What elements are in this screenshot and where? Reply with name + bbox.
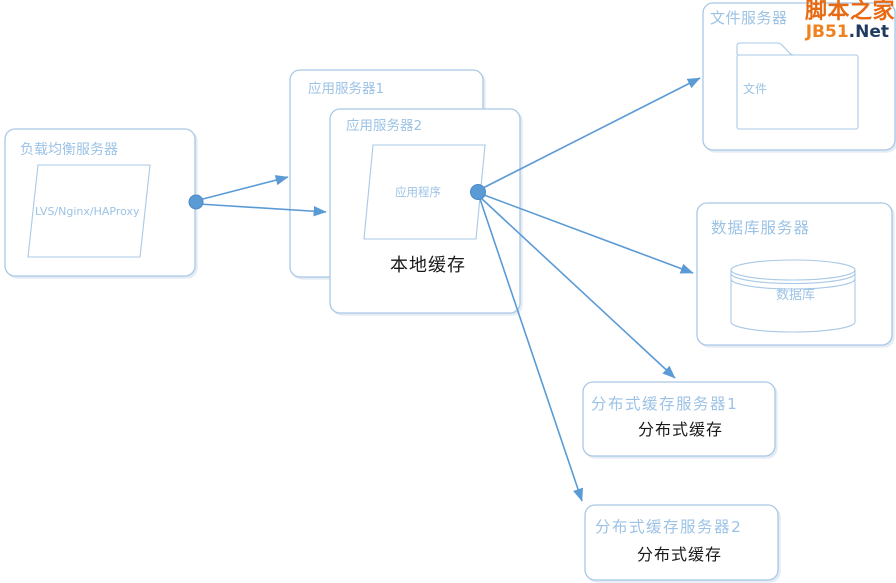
lb-junction-dot (188, 194, 204, 210)
edge-app-to-cache2 (479, 198, 583, 502)
local-cache-label: 本地缓存 (390, 255, 466, 276)
cache-server-1-label: 分布式缓存 (638, 420, 724, 439)
file-shape-label: 文件 (743, 82, 768, 96)
cache-server-1-box (582, 381, 776, 457)
watermark-brand: JB51 (805, 22, 849, 42)
lb-parallelogram-icon (27, 164, 151, 258)
database-cylinder-icon (730, 259, 856, 333)
db-server-title: 数据库服务器 (711, 219, 811, 237)
watermark-site-name: 脚本之家 (804, 0, 895, 24)
edge-lb-to-app2 (198, 203, 327, 217)
load-balancer-title: 负载均衡服务器 (20, 142, 118, 158)
cache-server-2-title: 分布式缓存服务器2 (595, 518, 743, 536)
app-server-1-title: 应用服务器1 (308, 81, 385, 97)
cache-server-2-label: 分布式缓存 (637, 545, 723, 564)
cache-server-2-box (584, 504, 779, 581)
app-parallelogram-icon (363, 144, 486, 240)
file-server-title: 文件服务器 (710, 9, 788, 27)
edge-app-to-file (482, 77, 701, 189)
db-shape-label: 数据库 (776, 288, 816, 303)
watermark-suffix: .Net (848, 22, 889, 42)
load-balancer-shape-label: LVS/Nginx/HAProxy (35, 205, 140, 218)
edge-lb-to-app1 (198, 175, 289, 201)
folder-icon (736, 42, 859, 130)
watermark-url: JB51.Net (805, 24, 889, 41)
edge-app-to-db (483, 194, 694, 274)
watermark: 脚本之家 JB51.Net (805, 1, 895, 41)
edge-app-to-cache1 (480, 197, 676, 379)
app-junction-dot (470, 184, 486, 200)
app-shape-label: 应用程序 (395, 185, 441, 199)
app-server-2-title: 应用服务器2 (346, 118, 423, 134)
cache-server-1-title: 分布式缓存服务器1 (591, 395, 739, 413)
